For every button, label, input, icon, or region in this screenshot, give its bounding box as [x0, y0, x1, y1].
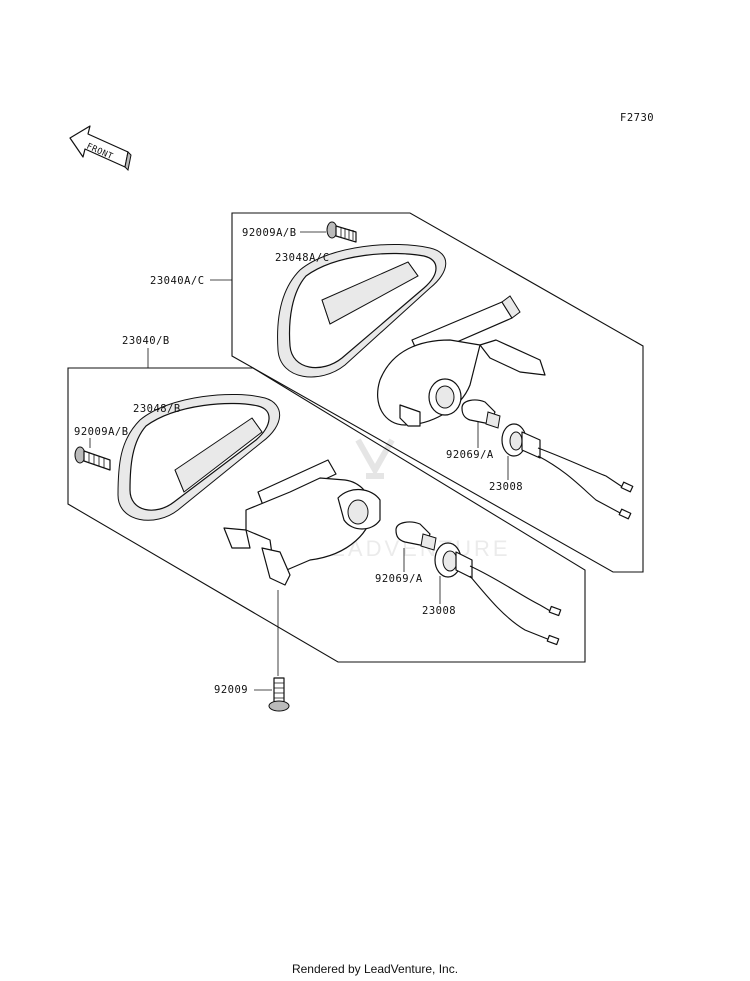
- screw-upper-icon: [326, 221, 357, 243]
- label-socket-lower: 23008: [422, 605, 456, 617]
- lower-assembly-outline: [67, 367, 586, 663]
- label-assembly-lower: 23040/B: [122, 335, 170, 347]
- lens-lower: [117, 394, 281, 521]
- label-bulb-lower: 92069/A: [375, 573, 423, 585]
- bulb-lower-icon: [395, 521, 437, 551]
- label-screw-upper: 92009A/B: [242, 227, 297, 239]
- label-lens-lower: 23048/B: [133, 403, 181, 415]
- label-lens-upper: 23048A/C: [275, 252, 330, 264]
- bulb-upper-icon: [461, 399, 501, 429]
- front-arrow-icon: FRONT: [69, 125, 132, 172]
- housing-lower: [223, 459, 381, 586]
- socket-lower-icon: [434, 542, 562, 646]
- lens-upper: [277, 244, 447, 378]
- label-screw-lower: 92009A/B: [74, 426, 129, 438]
- label-bulb-upper: 92069/A: [446, 449, 494, 461]
- footer-credit: Rendered by LeadVenture, Inc.: [291, 962, 459, 976]
- figure-code: F2730: [620, 112, 654, 124]
- socket-upper-icon: [501, 423, 634, 520]
- upper-assembly-outline: [231, 212, 644, 573]
- label-mount-screw: 92009: [214, 684, 248, 696]
- label-socket-upper: 23008: [489, 481, 523, 493]
- screw-lower-icon: [74, 446, 111, 471]
- label-assembly-upper: 23040A/C: [150, 275, 205, 287]
- housing-upper: [377, 295, 546, 427]
- mount-screw-icon: [268, 677, 290, 712]
